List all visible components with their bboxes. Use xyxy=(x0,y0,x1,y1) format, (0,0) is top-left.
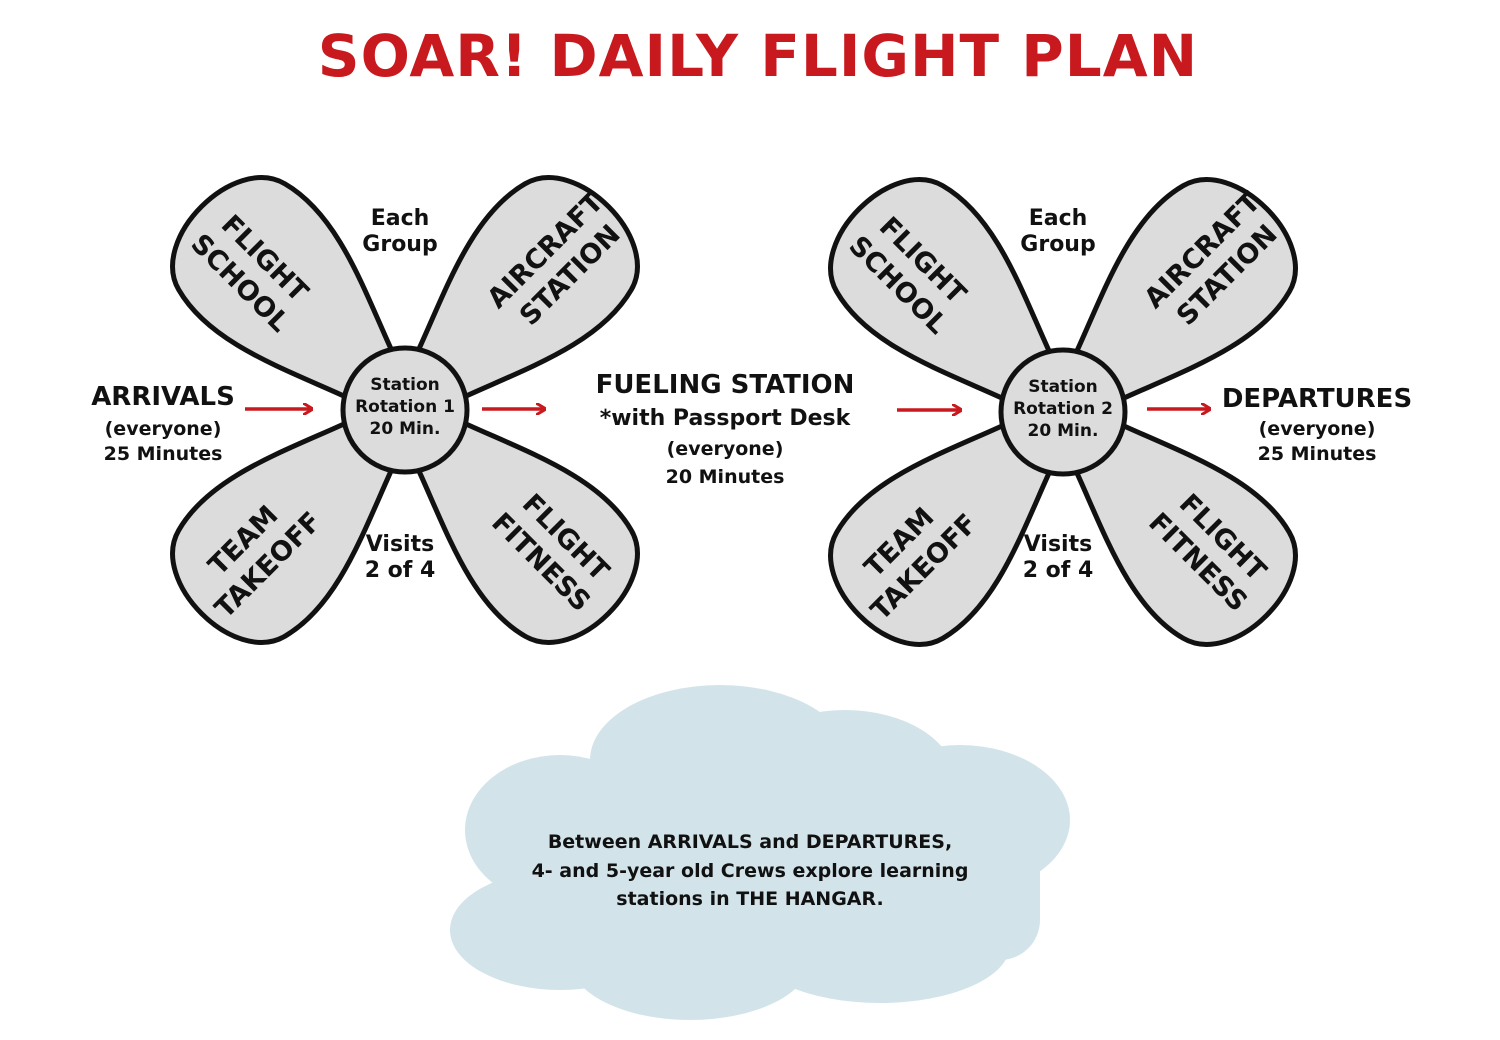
each-group-note-1: Each Group xyxy=(362,206,438,258)
page-title: SOAR! DAILY FLIGHT PLAN xyxy=(317,22,1199,90)
propeller-rotation-1 xyxy=(170,175,640,645)
cloud-shape xyxy=(450,685,1070,1020)
petal-flight-school-1 xyxy=(170,175,420,425)
hangar-note: Between ARRIVALS and DEPARTURES, 4- and … xyxy=(531,831,969,910)
hub-label-rotation-1: Station Rotation 1 20 Min. xyxy=(355,375,455,440)
propeller-rotation-2 xyxy=(828,177,1298,647)
departures-label: DEPARTURES xyxy=(1221,384,1413,414)
petal-team-takeoff-1 xyxy=(170,395,420,645)
petal-aircraft-station-1 xyxy=(390,175,640,425)
arrivals-duration: 25 Minutes xyxy=(103,443,223,465)
petal-flight-school-2 xyxy=(828,177,1078,427)
petal-aircraft-station-2 xyxy=(1048,177,1298,427)
fueling-station-label: FUELING STATION xyxy=(595,370,855,400)
arrivals-label: ARRIVALS xyxy=(91,382,235,412)
hub-circle-2 xyxy=(998,347,1128,477)
departures-duration: 25 Minutes xyxy=(1257,443,1377,465)
arrivals-note: (everyone) xyxy=(104,418,222,440)
fueling-station-note: (everyone) xyxy=(666,438,784,460)
departures-note: (everyone) xyxy=(1258,418,1376,440)
petal-team-takeoff-2 xyxy=(828,397,1078,647)
petal-flight-fitness-1 xyxy=(390,395,640,645)
fueling-station-duration: 20 Minutes xyxy=(665,466,785,488)
visits-note-1: Visits 2 of 4 xyxy=(364,532,436,584)
visits-note-2: Visits 2 of 4 xyxy=(1022,532,1094,584)
fueling-station-sub: *with Passport Desk xyxy=(599,406,851,431)
hub-circle-1 xyxy=(340,345,470,475)
petal-flight-fitness-2 xyxy=(1048,397,1298,647)
each-group-note-2: Each Group xyxy=(1020,206,1096,258)
hub-label-rotation-2: Station Rotation 2 20 Min. xyxy=(1013,377,1113,442)
